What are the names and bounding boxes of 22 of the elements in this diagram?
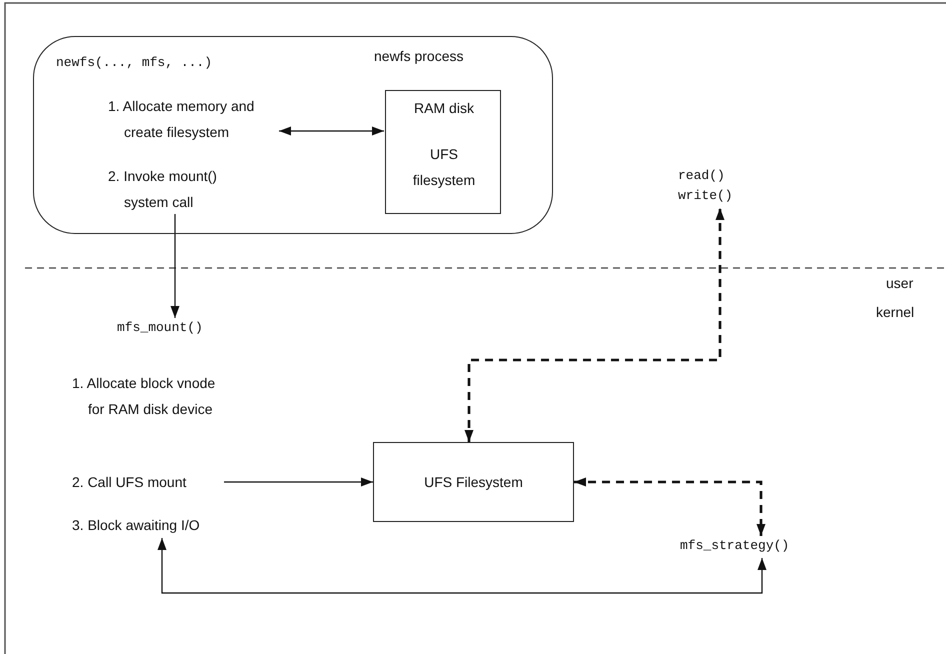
arrow — [158, 538, 766, 594]
filesystem-box: UFS Filesystem — [373, 442, 574, 522]
step-text: 1. Allocate block vnode for RAM disk device — [72, 370, 222, 422]
dashed-arrow — [464, 208, 724, 442]
arrow — [170, 214, 180, 318]
box-text: UFS filesystem — [412, 145, 476, 190]
arrow — [224, 478, 373, 486]
box-title: RAM disk — [413, 99, 475, 118]
function-call-text: newfs(..., mfs, ...) — [56, 54, 212, 72]
process-title: newfs process — [374, 47, 464, 66]
function-call-text: mfs_mount() — [117, 318, 227, 338]
step-text: 2. Invoke mount() system call — [108, 163, 258, 215]
region-label: kernel — [876, 304, 914, 320]
process-box — [33, 36, 553, 234]
function-call-text: mfs_strategy() — [680, 536, 820, 556]
region-label: user — [886, 275, 914, 291]
step-text: 1. Allocate memory and create filesystem — [108, 93, 280, 145]
step-text: 2. Call UFS mount — [72, 469, 214, 495]
arrow — [279, 126, 384, 136]
function-call-text: read() write() — [678, 166, 748, 206]
step-text: 3. Block awaiting I/O — [72, 512, 234, 538]
dashed-arrow — [574, 478, 766, 536]
